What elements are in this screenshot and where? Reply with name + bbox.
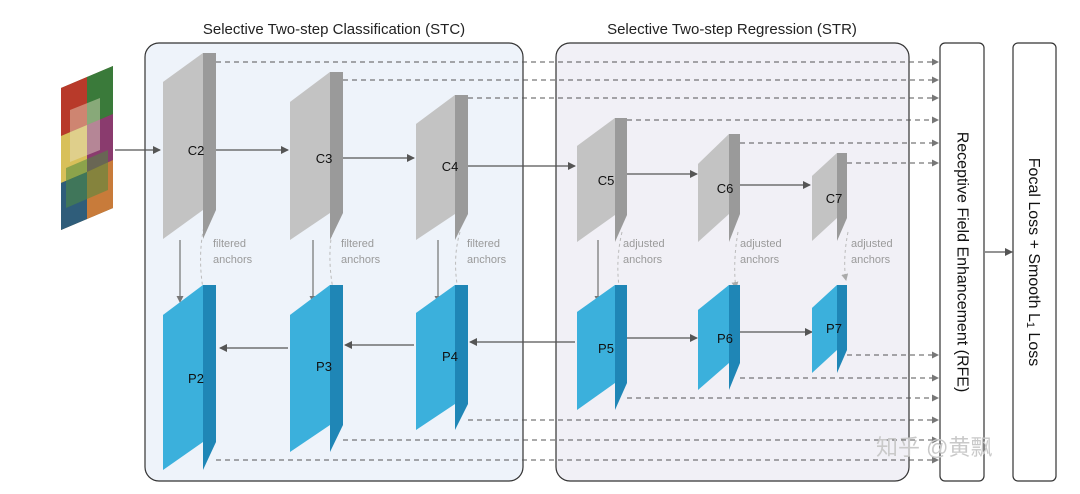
rfe-label: Receptive Field Enhancement (RFE)	[954, 132, 971, 393]
layer-p3-label: P3	[316, 359, 332, 374]
filtered-anchors-2-line1: filtered	[341, 238, 374, 250]
str-panel	[555, 42, 910, 482]
loss-box	[1012, 42, 1057, 482]
adjusted-anchors-1-line1: adjusted	[623, 238, 665, 250]
layer-c4-label: C4	[442, 159, 459, 174]
filtered-anchors-1-line1: filtered	[213, 238, 246, 250]
lateral-arrows	[176, 240, 602, 303]
layer-p4-label: P4	[442, 349, 458, 364]
anchor-annotations: filtered anchors filtered anchors filter…	[213, 238, 893, 266]
str-title: Selective Two-step Regression (STR)	[607, 21, 857, 38]
loss-label-main: Focal Loss + Smooth L	[1026, 158, 1043, 322]
adjusted-anchors-1-line2: anchors	[623, 254, 663, 266]
layer-c3-label: C3	[316, 151, 333, 166]
filtered-anchors-3-line1: filtered	[467, 238, 500, 250]
layer-p6: P6	[698, 285, 740, 390]
top-down-arrows	[219, 328, 813, 352]
filtered-anchors-2-line2: anchors	[341, 254, 381, 266]
layer-p7: P7	[812, 285, 847, 373]
layer-p5: P5	[577, 285, 627, 410]
layer-c2: C2	[163, 53, 216, 239]
watermark: 知乎 @黄飘	[876, 435, 992, 460]
layer-c5: C5	[577, 118, 627, 242]
layer-c5-label: C5	[598, 173, 615, 188]
skip-connections	[216, 58, 939, 464]
adjusted-anchors-3-line1: adjusted	[851, 238, 893, 250]
layer-c4: C4	[416, 95, 468, 240]
adjusted-anchors-2-line1: adjusted	[740, 238, 782, 250]
loss-label-suffix: Loss	[1026, 328, 1043, 366]
loss-label-subscript: 1	[1024, 322, 1036, 328]
bottom-up-arrows	[216, 146, 811, 189]
adjusted-anchors-2-line2: anchors	[740, 254, 780, 266]
layer-c6: C6	[698, 134, 740, 242]
layer-p3: P3	[290, 285, 343, 452]
adjusted-anchors-3-line2: anchors	[851, 254, 891, 266]
layer-p7-label: P7	[826, 321, 842, 336]
layer-c7: C7	[812, 153, 847, 241]
layer-p5-label: P5	[598, 341, 614, 356]
layer-p6-label: P6	[717, 331, 733, 346]
layer-p2-label: P2	[188, 371, 204, 386]
loss-label: Focal Loss + Smooth L1 Loss	[1024, 158, 1043, 366]
layer-c6-label: C6	[717, 181, 734, 196]
filtered-anchors-3-line2: anchors	[467, 254, 507, 266]
layer-p4: P4	[416, 285, 468, 430]
input-image	[61, 66, 113, 230]
layer-c7-label: C7	[826, 191, 843, 206]
layer-c3: C3	[290, 72, 343, 240]
stc-title: Selective Two-step Classification (STC)	[203, 21, 465, 38]
filtered-anchors-1-line2: anchors	[213, 254, 253, 266]
rfe-box	[939, 42, 985, 482]
layer-c2-label: C2	[188, 143, 205, 158]
layer-p2: P2	[163, 285, 216, 470]
